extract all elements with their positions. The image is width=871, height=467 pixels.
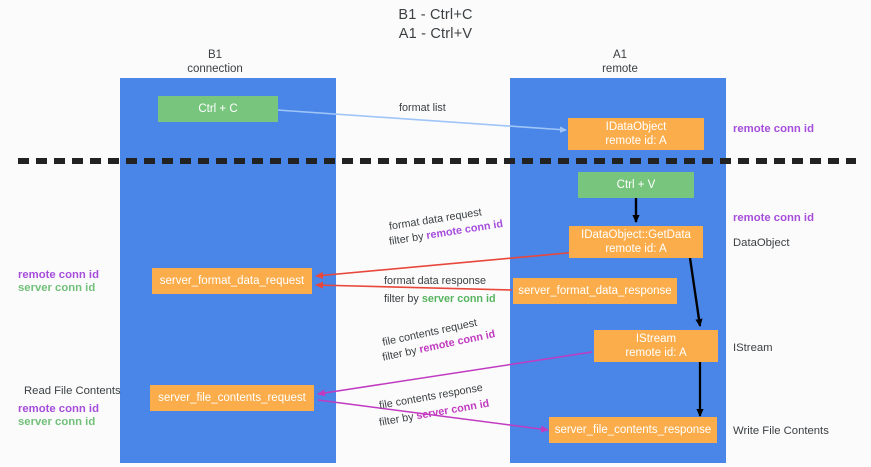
annotation-dataobject: DataObject <box>733 237 790 249</box>
annotation-left-server-conn-id-mid: server conn id <box>18 282 96 294</box>
edge-label-format-data-response-group: format data response filter by server co… <box>384 274 496 306</box>
node-server-format-data-response[interactable]: server_format_data_response <box>513 278 677 304</box>
annotation-left-remote-conn-id-mid: remote conn id <box>18 269 99 281</box>
node-istream[interactable]: IStream remote id: A <box>594 330 718 362</box>
annotation-istream: IStream <box>733 342 773 354</box>
node-ctrl-v[interactable]: Ctrl + V <box>578 172 694 198</box>
filter-value-server-conn-id: server conn id <box>421 293 496 305</box>
annotation-read-file-contents: Read File Contents <box>24 385 121 397</box>
edge-label-file-contents-request-group: file contents request filter by remote c… <box>381 317 496 365</box>
column-right-name: A1 <box>612 49 628 61</box>
node-idataobject-top[interactable]: IDataObject remote id: A <box>568 118 704 150</box>
node-server-file-contents-response[interactable]: server_file_contents_response <box>549 417 717 443</box>
column-header-left: B1 connection <box>155 48 275 76</box>
node-idataobject-top-line1: IDataObject <box>605 121 667 133</box>
node-idataobject-top-line2: remote id: A <box>605 135 667 147</box>
edge-label-format-data-request-group: format data request filter by remote con… <box>388 206 504 249</box>
node-server-file-contents-response-label: server_file_contents_response <box>554 424 712 436</box>
node-server-file-contents-request[interactable]: server_file_contents_request <box>150 385 314 411</box>
edge-label-format-list: format list <box>399 102 446 114</box>
column-left-role: connection <box>187 63 243 75</box>
node-server-format-data-response-label: server_format_data_response <box>518 285 672 297</box>
annotation-write-file-contents: Write File Contents <box>733 425 829 437</box>
node-idataobject-getdata[interactable]: IDataObject::GetData remote id: A <box>569 226 703 258</box>
node-getdata-line2: remote id: A <box>605 243 667 255</box>
column-header-right: A1 remote <box>560 48 680 76</box>
title-line-2: A1 - Ctrl+V <box>398 26 473 42</box>
title-line-1: B1 - Ctrl+C <box>398 7 473 23</box>
node-ctrl-c-label: Ctrl + C <box>198 103 238 115</box>
node-server-format-data-request[interactable]: server_format_data_request <box>152 268 312 294</box>
annotation-left-server-conn-id-bottom: server conn id <box>18 416 96 428</box>
node-ctrl-v-label: Ctrl + V <box>616 179 656 191</box>
node-getdata-line1: IDataObject::GetData <box>581 229 691 241</box>
annotation-remote-conn-id-mid: remote conn id <box>733 212 814 224</box>
filter-prefix: filter by <box>384 293 422 305</box>
annotation-remote-conn-id-top: remote conn id <box>733 123 814 135</box>
column-right-role: remote <box>602 63 638 75</box>
edge-label-format-data-response: format data response <box>384 275 487 287</box>
node-server-format-data-request-label: server_format_data_request <box>159 275 305 287</box>
node-istream-line1: IStream <box>635 333 677 345</box>
page-title: B1 - Ctrl+C A1 - Ctrl+V <box>0 6 871 44</box>
edge-label-format-data-response-filter: filter by server conn id <box>384 292 496 306</box>
node-ctrl-c[interactable]: Ctrl + C <box>158 96 278 122</box>
node-istream-line2: remote id: A <box>625 347 687 359</box>
edge-label-file-contents-response-group: file contents response filter by server … <box>378 382 490 430</box>
filter-prefix: filter by <box>378 410 418 429</box>
annotation-left-remote-conn-id-bottom: remote conn id <box>18 403 99 415</box>
column-left-name: B1 <box>207 49 223 61</box>
node-server-file-contents-request-label: server_file_contents_request <box>158 392 306 404</box>
